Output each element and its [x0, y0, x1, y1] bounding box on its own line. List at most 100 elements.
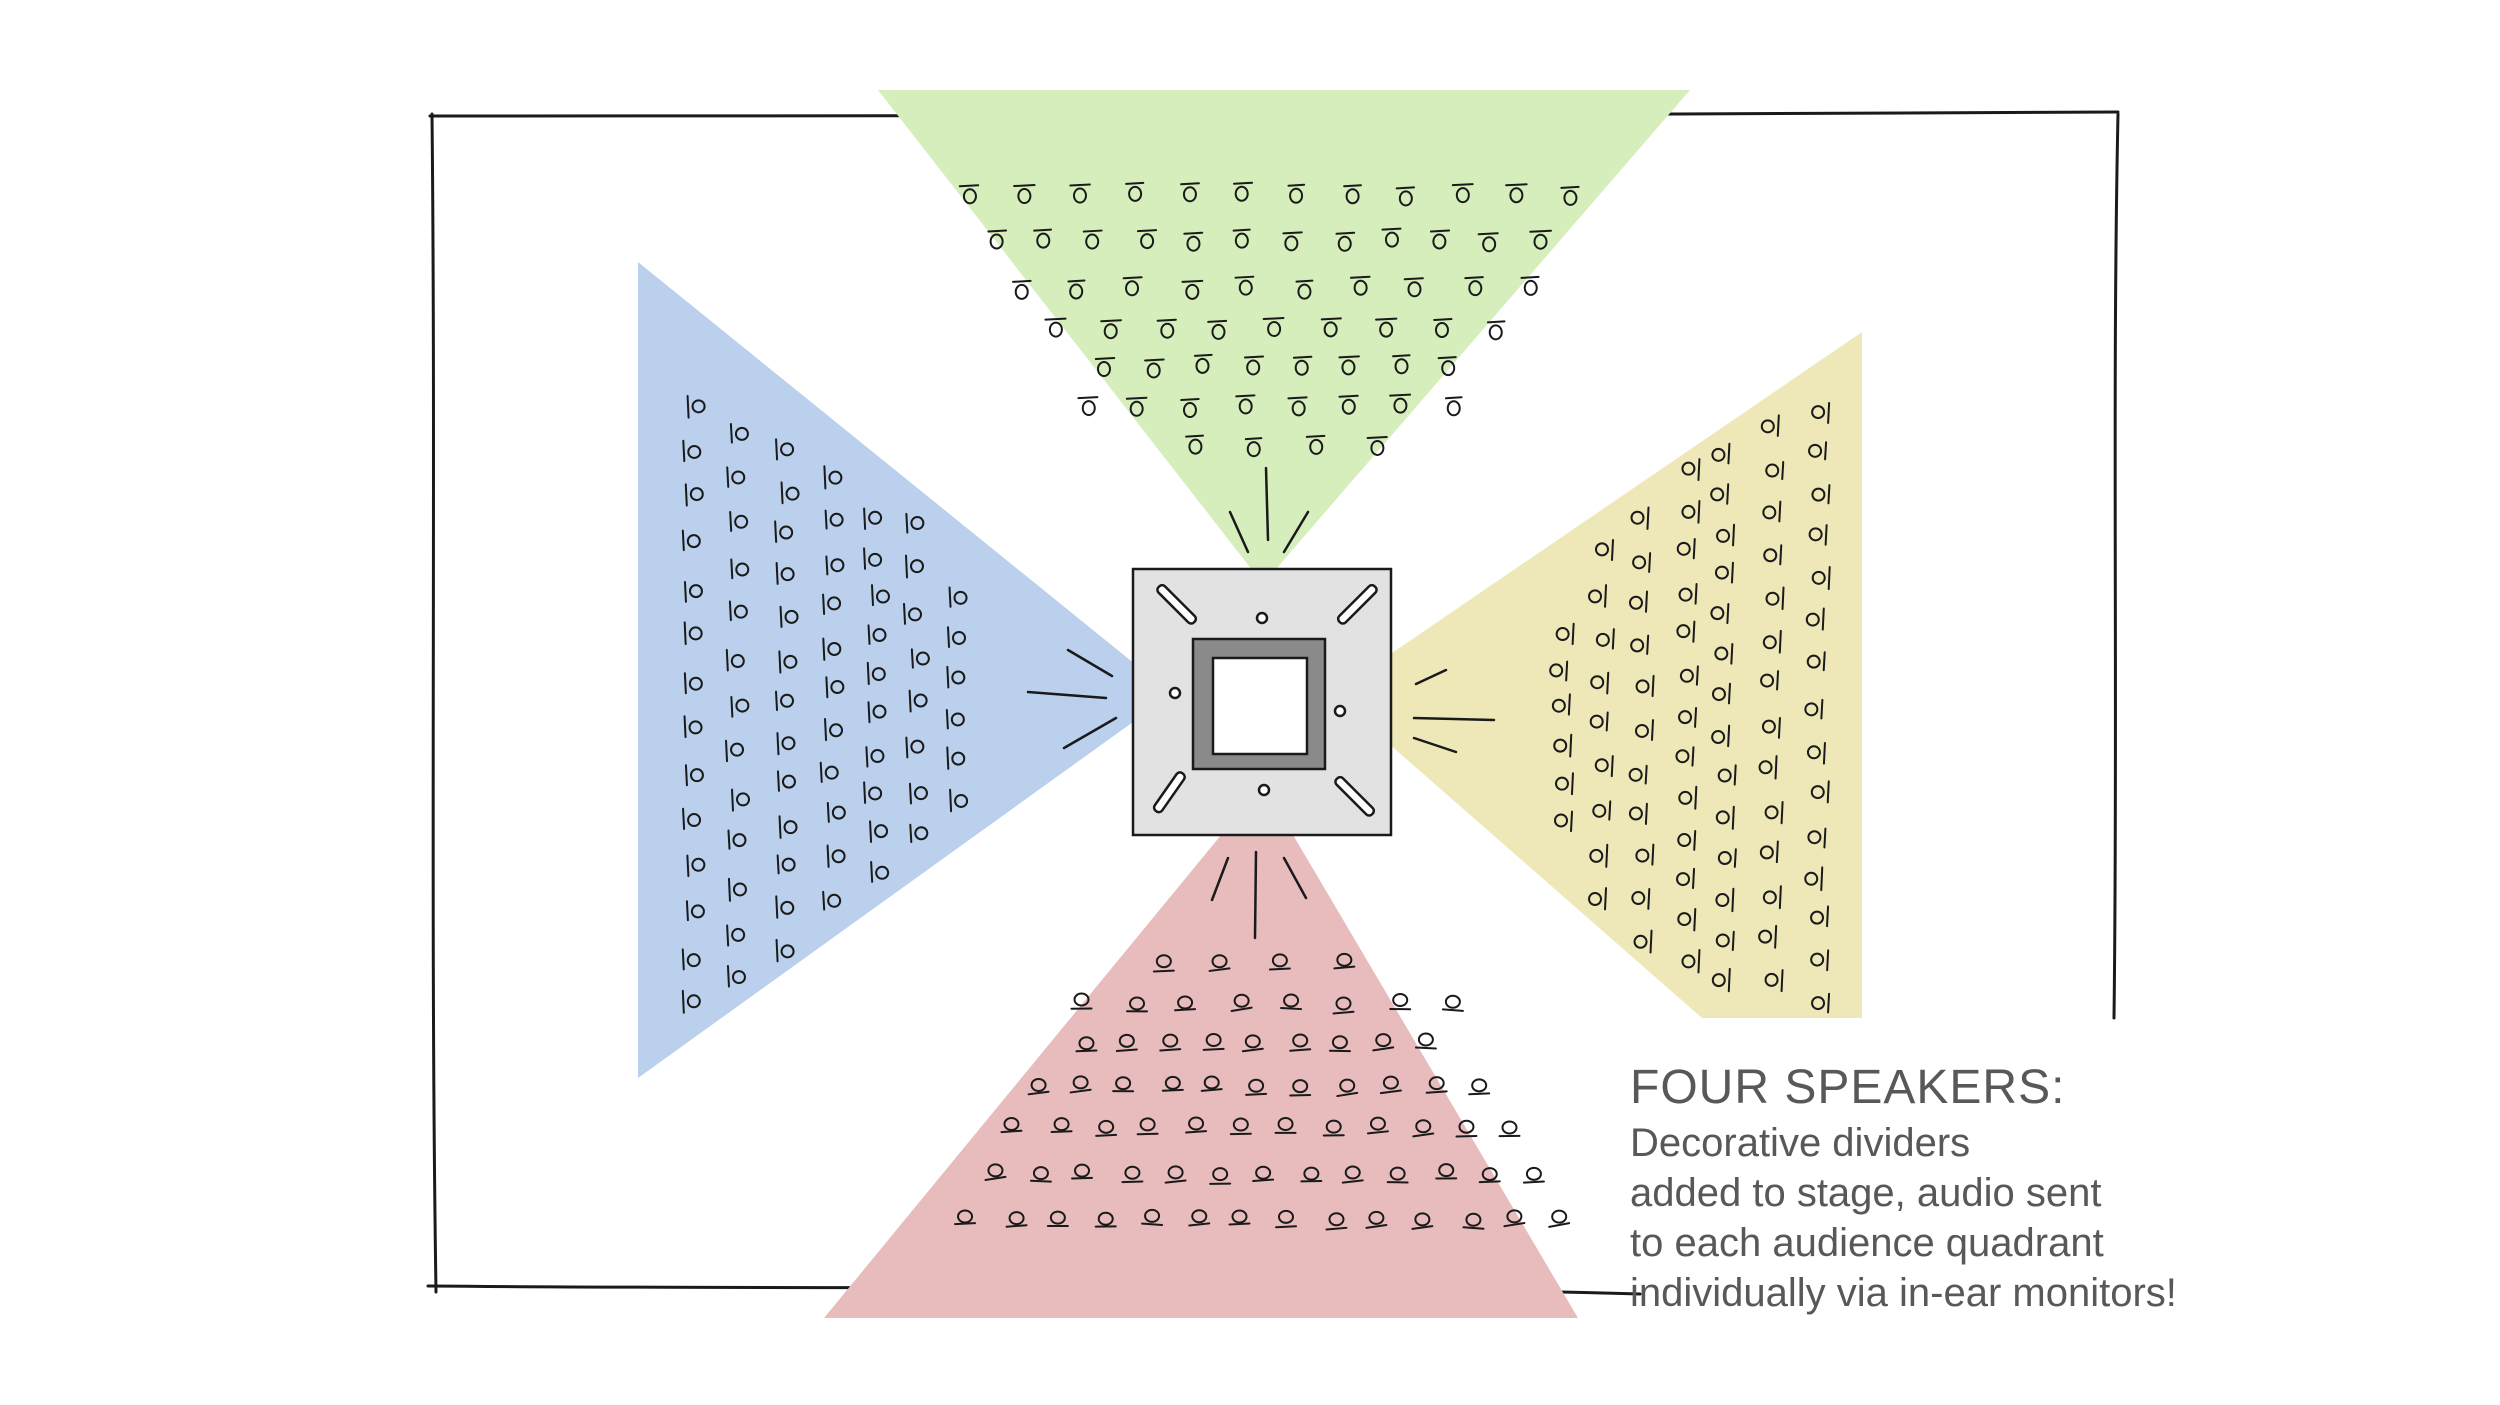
- seat: [1715, 887, 1735, 913]
- seat: [1185, 434, 1205, 455]
- speaker-right: [1333, 704, 1347, 718]
- seat: [1594, 539, 1614, 561]
- seat: [1333, 952, 1356, 970]
- seat: [1503, 1209, 1526, 1228]
- seat: [1180, 182, 1200, 203]
- top-quadrant-seats: [958, 181, 1580, 458]
- seat: [1677, 908, 1697, 932]
- seat: [1338, 355, 1360, 376]
- seat: [1094, 1211, 1117, 1228]
- seat: [1455, 1119, 1478, 1138]
- seat: [1715, 805, 1735, 830]
- seat: [909, 823, 929, 844]
- speakers: [1168, 611, 1347, 797]
- seat: [1808, 441, 1828, 461]
- seat: [1164, 1165, 1187, 1184]
- seat: [1161, 1075, 1184, 1092]
- seat: [1234, 275, 1255, 296]
- seat: [1044, 317, 1067, 338]
- seat: [1305, 434, 1326, 455]
- seat: [1675, 746, 1695, 767]
- seat: [1159, 1033, 1182, 1052]
- seat: [1811, 402, 1831, 424]
- seat: [1180, 398, 1200, 419]
- seat: [1764, 801, 1784, 825]
- seat: [1328, 1035, 1351, 1053]
- seat: [1403, 277, 1424, 298]
- decorative-divider-top-left: [1156, 583, 1198, 625]
- seat: [774, 520, 794, 543]
- seat: [1681, 499, 1701, 524]
- seat: [1188, 1209, 1211, 1227]
- caption-line-1: Decorative dividers: [1630, 1121, 1971, 1165]
- seat: [1069, 183, 1091, 204]
- seat: [1200, 1075, 1223, 1092]
- seat: [1411, 1212, 1434, 1230]
- seat: [819, 761, 839, 783]
- seat: [1762, 500, 1782, 523]
- seat: [866, 661, 886, 686]
- seat: [1554, 810, 1574, 833]
- seat: [1381, 227, 1402, 248]
- seat: [1000, 1117, 1023, 1134]
- seat: [863, 547, 883, 570]
- seat: [729, 423, 749, 444]
- seat: [1632, 552, 1652, 573]
- seat: [1717, 848, 1737, 868]
- seat: [684, 483, 704, 507]
- seat: [1274, 1209, 1297, 1229]
- seat: [1185, 1116, 1208, 1134]
- seat: [1174, 995, 1197, 1012]
- seat: [1012, 279, 1032, 300]
- seat: [1714, 561, 1734, 584]
- seat: [905, 512, 925, 534]
- caption: FOUR SPEAKERS: Decorative dividers added…: [1630, 1058, 2490, 1318]
- seat: [1372, 1033, 1395, 1052]
- seat: [1477, 232, 1499, 253]
- seat: [1804, 698, 1824, 720]
- seat: [1677, 830, 1697, 851]
- seat: [1588, 584, 1608, 608]
- seat: [1193, 353, 1213, 374]
- seat: [824, 509, 844, 530]
- seat: [1136, 1117, 1159, 1136]
- seat: [1763, 544, 1783, 566]
- caption-line-2: added to stage, audio sent: [1630, 1171, 2102, 1215]
- seat: [1232, 228, 1251, 249]
- seat: [1389, 393, 1412, 414]
- seat: [1252, 1165, 1275, 1183]
- seat: [910, 648, 930, 669]
- seat: [775, 690, 795, 712]
- seat: [1181, 279, 1204, 300]
- seat: [1631, 887, 1651, 910]
- seat: [1425, 1076, 1448, 1094]
- seat: [1560, 185, 1580, 206]
- seat: [1274, 1117, 1297, 1134]
- seat: [1152, 954, 1175, 973]
- stage: [1131, 567, 1393, 837]
- seat: [1594, 755, 1614, 778]
- seat: [1548, 1209, 1571, 1228]
- seat: [1676, 620, 1696, 643]
- seat: [776, 732, 796, 756]
- seat: [726, 924, 746, 947]
- seat: [1320, 317, 1342, 338]
- seat: [1282, 231, 1303, 252]
- seat: [727, 877, 747, 902]
- seat: [1758, 924, 1778, 949]
- seat: [1366, 435, 1388, 456]
- seat: [775, 895, 795, 919]
- seat: [1243, 355, 1265, 376]
- bottom-audience-quadrant: [824, 784, 1578, 1318]
- seat: [1414, 1032, 1437, 1050]
- seat: [1136, 229, 1158, 250]
- seat: [1233, 181, 1254, 202]
- seat: [1553, 733, 1573, 758]
- seat: [1268, 953, 1291, 971]
- seat: [1341, 1165, 1364, 1184]
- seat: [686, 394, 706, 419]
- seat: [683, 621, 703, 646]
- seat: [1679, 665, 1699, 686]
- seat: [1287, 183, 1306, 204]
- seat: [1343, 184, 1362, 205]
